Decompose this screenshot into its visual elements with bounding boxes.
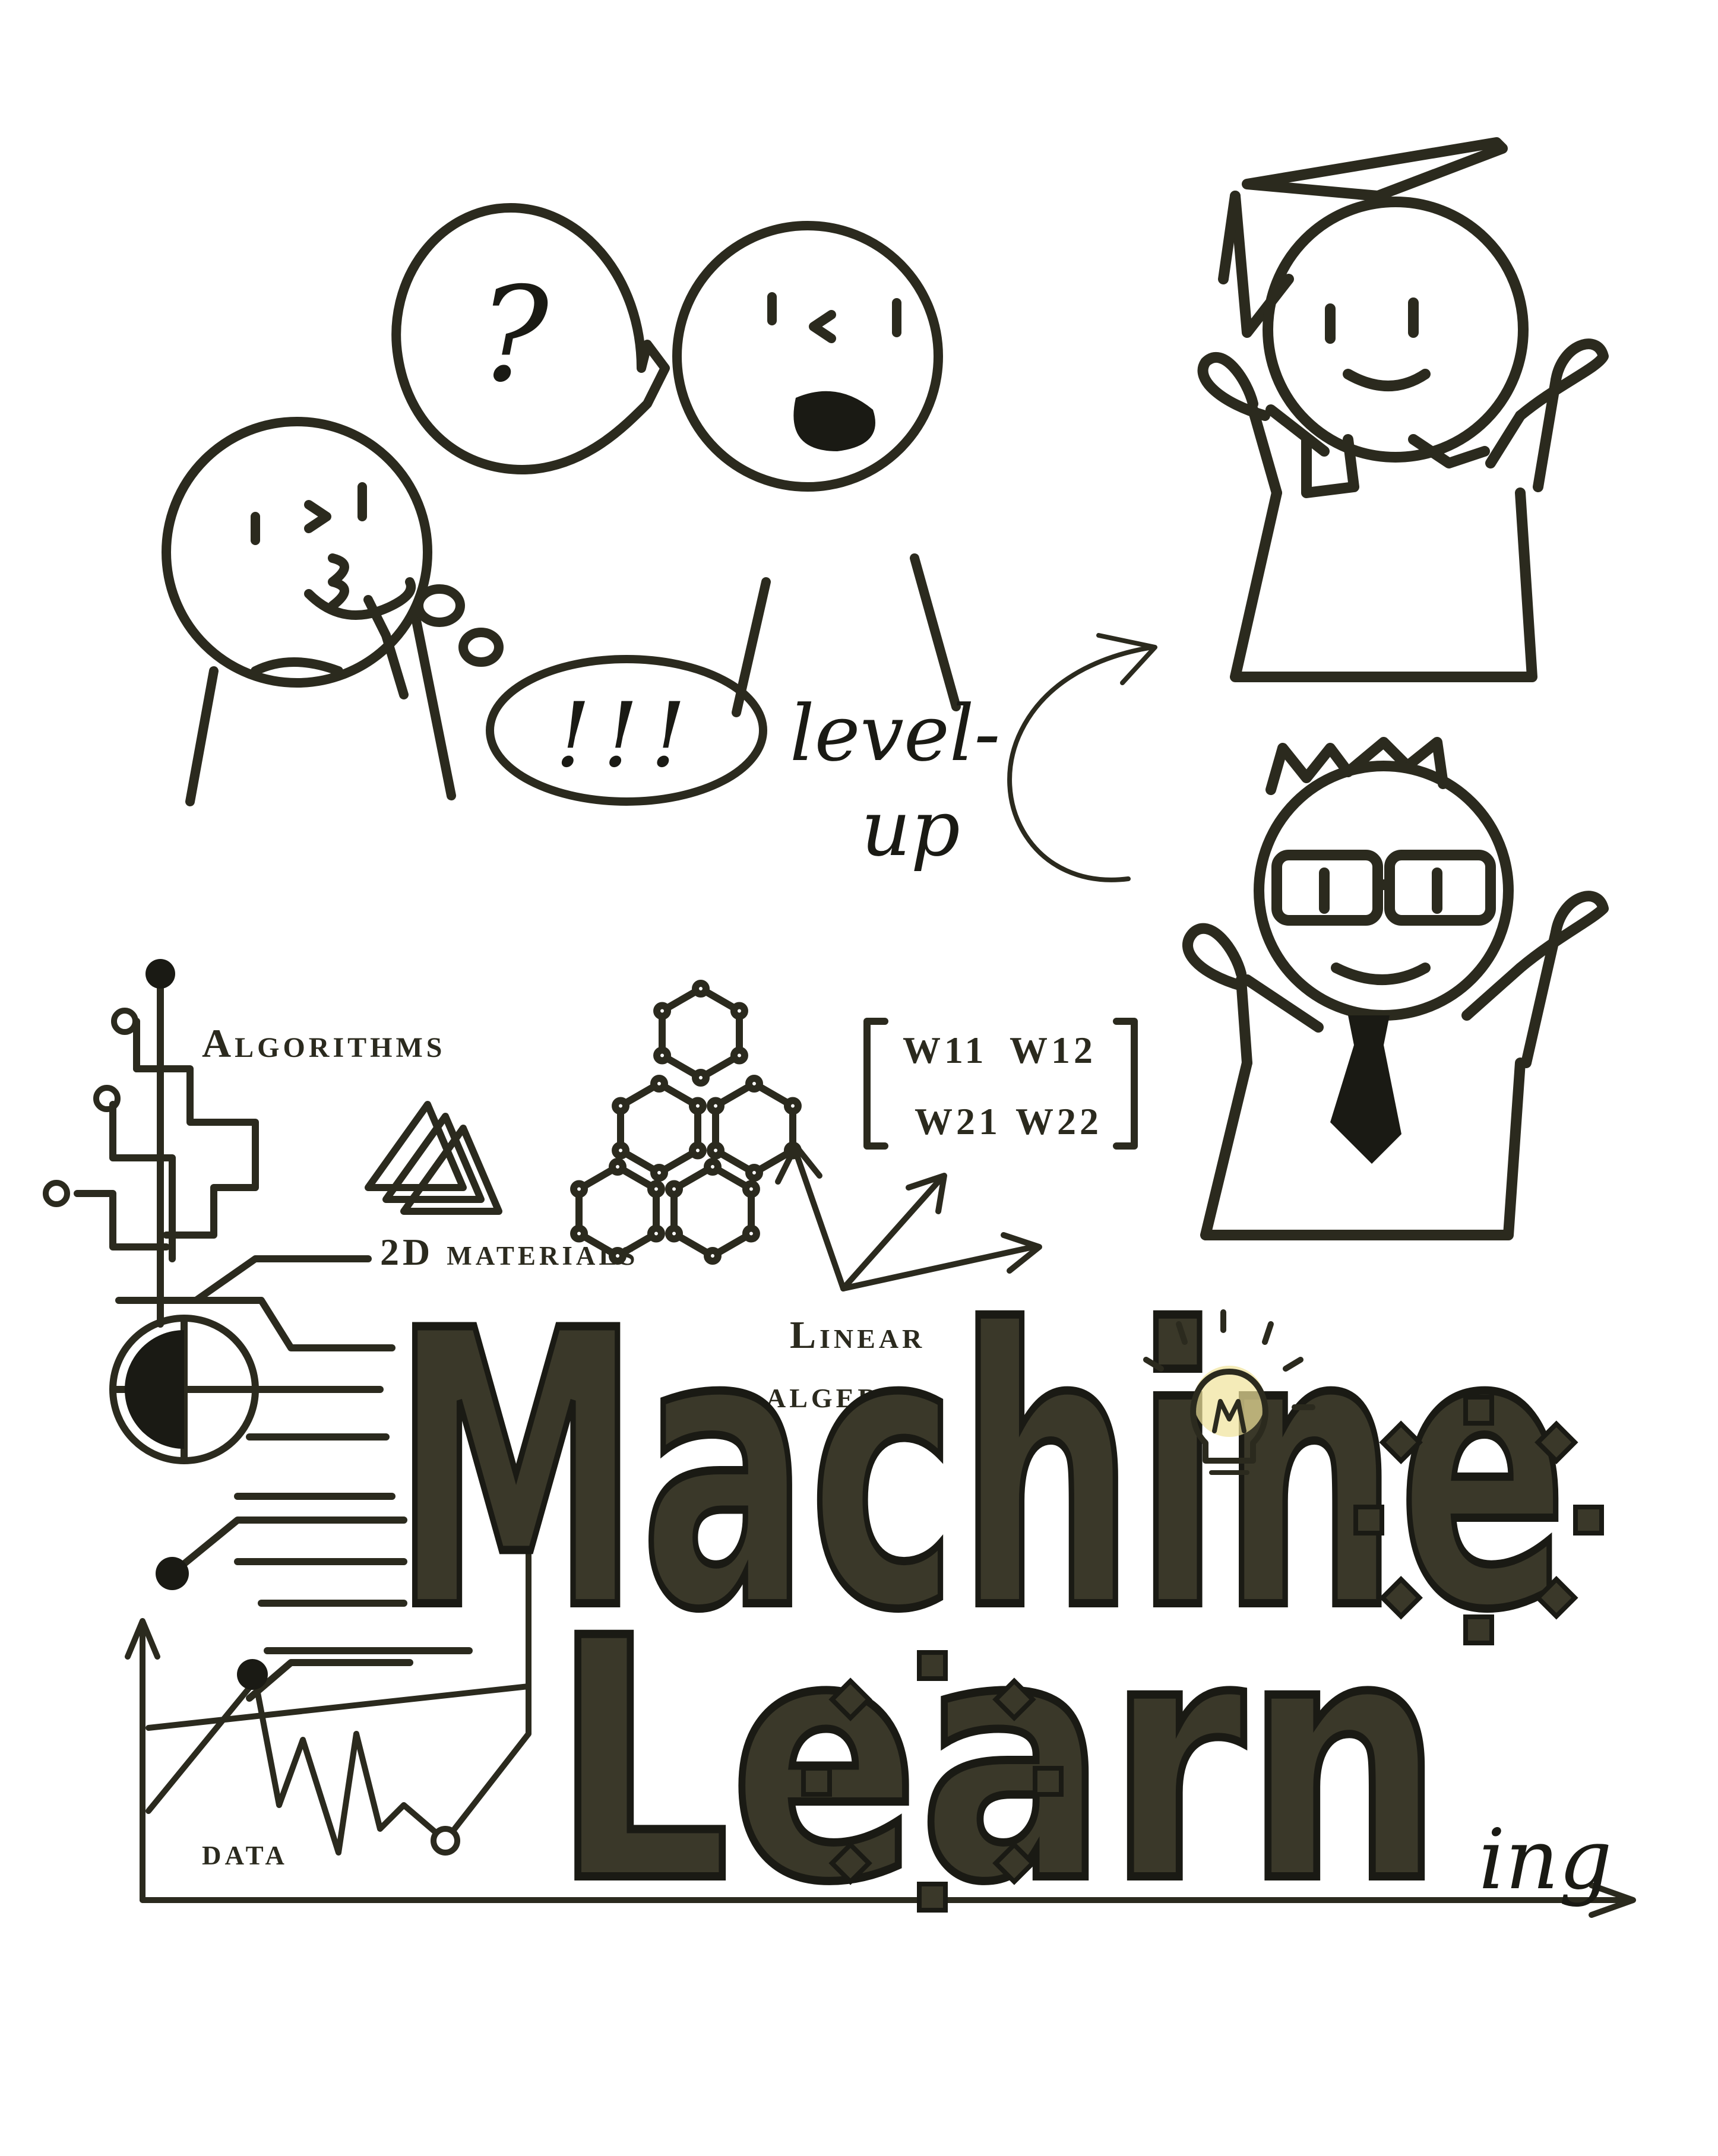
gear-tooth <box>1463 1614 1494 1645</box>
atom-node <box>653 1046 672 1065</box>
atom-node <box>742 1180 760 1198</box>
gear-tooth <box>992 1677 1036 1721</box>
data-node <box>431 1826 460 1856</box>
graphene-hexagon-icon <box>570 980 802 1265</box>
surprised-person-icon <box>672 221 961 717</box>
atom-node <box>609 1247 627 1265</box>
professional-icon <box>1182 737 1609 1240</box>
gear-tooth <box>1463 1395 1494 1426</box>
label-data: data <box>202 1831 288 1873</box>
data-chart-icon <box>125 1517 1636 1918</box>
atom-node <box>692 980 710 998</box>
hexagon <box>617 1080 701 1176</box>
exclaim-text: !!! <box>555 684 698 787</box>
gear-icon <box>801 1650 1064 1913</box>
gear-tooth <box>992 1841 1036 1885</box>
matrix-w22: W22 <box>1015 1100 1102 1142</box>
graduate-icon <box>1197 137 1609 682</box>
atom-node <box>742 1224 760 1243</box>
title-ing: ing <box>1479 1812 1612 1908</box>
atom-node <box>665 1180 684 1198</box>
atom-node <box>650 1164 668 1182</box>
hexagon <box>659 985 743 1081</box>
gear-tooth <box>1379 1576 1423 1620</box>
question-mark: ? <box>479 259 550 411</box>
gear-tooth <box>917 1882 948 1913</box>
hexagon <box>712 1080 796 1176</box>
atom-node <box>665 1224 684 1243</box>
atom-node <box>707 1097 725 1115</box>
atom-node <box>647 1180 665 1198</box>
atom-node <box>570 1180 589 1198</box>
gear-tooth <box>828 1677 872 1721</box>
atom-node <box>653 1002 672 1020</box>
data-node <box>237 1659 268 1690</box>
gear-tooth <box>828 1841 872 1885</box>
atom-node <box>647 1224 665 1243</box>
circuit-node <box>145 959 175 989</box>
atom-node <box>609 1158 627 1176</box>
hexagon <box>670 1163 755 1259</box>
atom-node <box>730 1046 748 1065</box>
gear-tooth <box>1379 1420 1423 1464</box>
atom-node <box>745 1164 763 1182</box>
matrix-w12: W12 <box>1010 1029 1096 1071</box>
circuit-half-fill <box>125 1330 184 1449</box>
circuit-node <box>111 1008 138 1035</box>
level-up-line1: level- <box>790 688 1000 778</box>
weight-matrix: W11 W12 W21 W22 <box>863 1018 1138 1150</box>
triangles-icon <box>365 1101 502 1215</box>
gear-tooth <box>1573 1505 1604 1536</box>
atom-node <box>570 1224 589 1243</box>
gear-tooth <box>1033 1766 1064 1797</box>
atom-node <box>783 1097 802 1115</box>
question-bubble: ? <box>391 203 670 474</box>
label-algebra: algebra <box>766 1373 926 1416</box>
level-up-arrow: level- up <box>790 633 1157 882</box>
gear-icon <box>1353 1395 1604 1645</box>
circuit-node <box>93 1085 121 1112</box>
lightbulb-icon <box>1143 1309 1315 1475</box>
atom-node <box>612 1141 630 1160</box>
atom-node <box>707 1141 725 1160</box>
circuit-icon <box>74 976 473 1702</box>
atom-node <box>730 1002 748 1020</box>
matrix-w11: W11 <box>903 1029 987 1071</box>
matrix-w21: W21 <box>915 1100 1001 1142</box>
gear-tooth <box>1353 1505 1384 1536</box>
gear-tooth <box>917 1650 948 1681</box>
label-algorithms: Algorithms <box>202 1021 446 1066</box>
title-learn: Learn <box>552 1568 1443 1955</box>
atom-node <box>704 1247 722 1265</box>
vector-arrows-icon <box>775 1143 1042 1291</box>
atom-node <box>612 1097 630 1115</box>
tie-icon <box>1330 1015 1401 1164</box>
atom-node <box>688 1097 707 1115</box>
atom-node <box>704 1158 722 1176</box>
exclaim-bubble: !!! <box>486 655 767 806</box>
atom-node <box>692 1069 710 1087</box>
level-up-line2: up <box>861 783 960 873</box>
thinking-person-icon <box>162 417 504 806</box>
title-machine: Machine <box>392 1250 1568 1693</box>
circuit-node <box>43 1180 70 1207</box>
gear-tooth <box>1535 1576 1578 1620</box>
gear-tooth <box>801 1766 832 1797</box>
circuit-node <box>156 1557 189 1590</box>
gear-tooth <box>1535 1420 1578 1464</box>
atom-node <box>745 1075 763 1093</box>
atom-node <box>688 1141 707 1160</box>
open-mouth <box>793 391 875 451</box>
label-linear: Linear <box>790 1313 925 1357</box>
atom-node <box>650 1075 668 1093</box>
